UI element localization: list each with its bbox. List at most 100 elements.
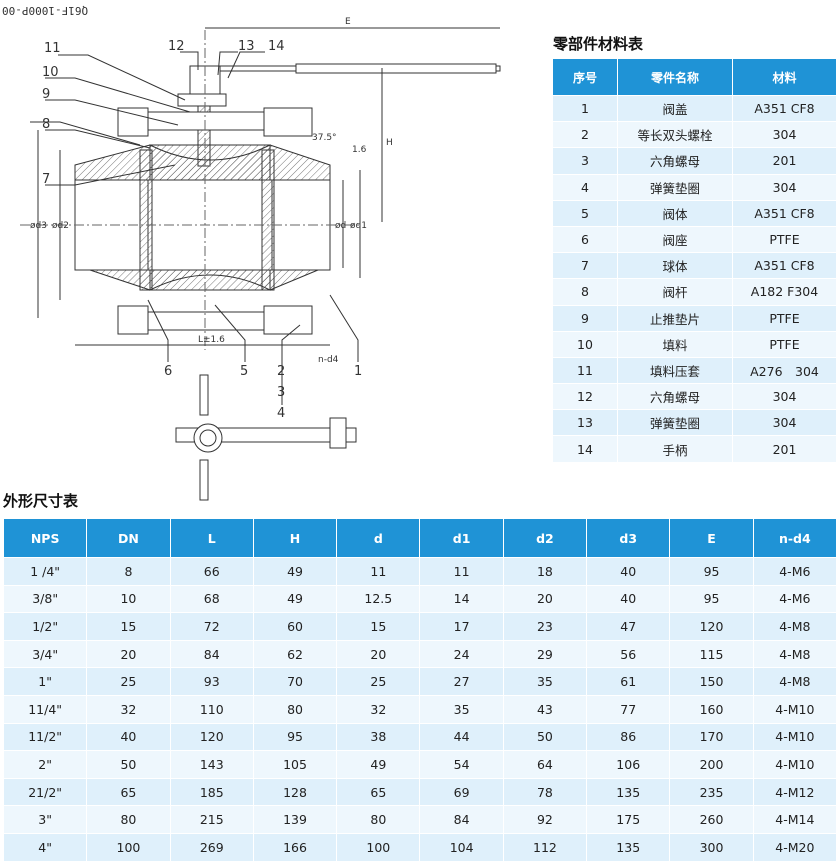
dims-cell: 93 [169,667,254,696]
dims-cell: 235 [669,777,754,807]
dims-cell: 50 [86,750,171,779]
dim-nd4: n-d4 [318,355,339,365]
dims-cell: 10 [86,584,171,614]
dims-cell: 175 [586,805,671,834]
dims-cell: 86 [586,722,671,752]
dims-cell: 115 [669,639,754,669]
part-material: 304 [732,383,837,411]
part-material: 201 [732,435,837,463]
part-name: 阀体 [617,199,733,227]
dim-angle: 37.5° [312,133,337,143]
part-name: 弹簧垫圈 [617,409,733,437]
dims-cell: 4-M20 [752,832,838,862]
dims-col-header: DN [86,518,171,558]
dims-cell: 100 [86,832,171,862]
dims-cell: 20 [502,584,588,614]
dims-cell: 44 [419,722,504,752]
dims-col-header: n-d4 [752,518,838,558]
dims-cell: 62 [252,639,338,669]
dims-cell: 40 [86,722,171,752]
part-no: 10 [552,330,618,358]
dims-col-header: E [669,518,754,558]
dims-col-header: NPS [2,518,88,558]
dims-cell: 95 [669,584,754,614]
dims-cell: 260 [669,805,754,834]
part-material: PTFE [732,225,837,254]
callout-6: 6 [164,364,172,379]
model-code: Q61F-1000P-00 [2,4,89,17]
valve-section-drawing: 12 13 14 11 10 9 8 7 6 5 2 3 4 1 E H 37.… [20,17,501,501]
dims-cell: 4-M8 [752,639,838,669]
dims-cell: 4-M14 [752,805,838,834]
dims-cell: 105 [252,750,338,779]
dims-cell: 1 /4" [2,557,88,586]
part-name: 阀杆 [617,278,733,306]
dims-cell: 4-M6 [752,584,838,614]
part-name: 六角螺母 [617,383,733,411]
dims-cell: 4-M10 [752,750,838,779]
dims-cell: 15 [86,612,171,641]
callout-5: 5 [240,364,248,379]
part-material: 201 [732,147,837,175]
seat-left [139,149,153,291]
dims-col-header: H [252,518,338,558]
dims-cell: 300 [669,832,754,862]
dims-cell: 20 [336,639,421,669]
dims-cell: 80 [86,805,171,834]
dims-cell: 77 [586,694,671,724]
part-material: A182 F304 [732,278,837,306]
dims-cell: 3/4" [2,639,88,669]
dims-cell: 120 [169,722,254,752]
dims-cell: 104 [419,832,504,862]
dims-cell: 49 [252,557,338,586]
dims-cell: 4-M6 [752,557,838,586]
dims-cell: 1" [2,667,88,696]
callout-1: 1 [354,364,362,379]
dims-cell: 69 [419,777,504,807]
part-name: 手柄 [617,435,733,463]
part-no: 1 [552,94,618,123]
dims-cell: 38 [336,722,421,752]
dim-d1: ød1 [350,221,367,231]
dims-cell: 4-M12 [752,777,838,807]
dims-cell: 215 [169,805,254,834]
dims-cell: 185 [169,777,254,807]
dims-cell: 17 [419,612,504,641]
dims-col-header: d [336,518,421,558]
callout-4: 4 [277,406,285,421]
dims-cell: 84 [419,805,504,834]
part-no: 2 [552,121,618,149]
part-name: 止推垫片 [617,304,733,332]
part-material: PTFE [732,304,837,332]
part-no: 12 [552,383,618,411]
part-name: 填料压套 [617,356,733,385]
dims-cell: 200 [669,750,754,779]
dims-cell: 14 [419,584,504,614]
dims-cell: 110 [169,694,254,724]
dims-cell: 166 [252,832,338,862]
dim-gap: 1.6 [352,145,367,155]
dims-cell: 3/8" [2,584,88,614]
dims-cell: 11 [336,557,421,586]
dims-cell: 4-M8 [752,612,838,641]
dims-cell: 269 [169,832,254,862]
callout-10: 10 [42,65,59,80]
dims-cell: 160 [669,694,754,724]
part-material: A351 CF8 [732,199,837,227]
dims-cell: 4-M10 [752,722,838,752]
dims-col-header: d1 [419,518,504,558]
dims-cell: 84 [169,639,254,669]
dims-col-header: d3 [586,518,671,558]
